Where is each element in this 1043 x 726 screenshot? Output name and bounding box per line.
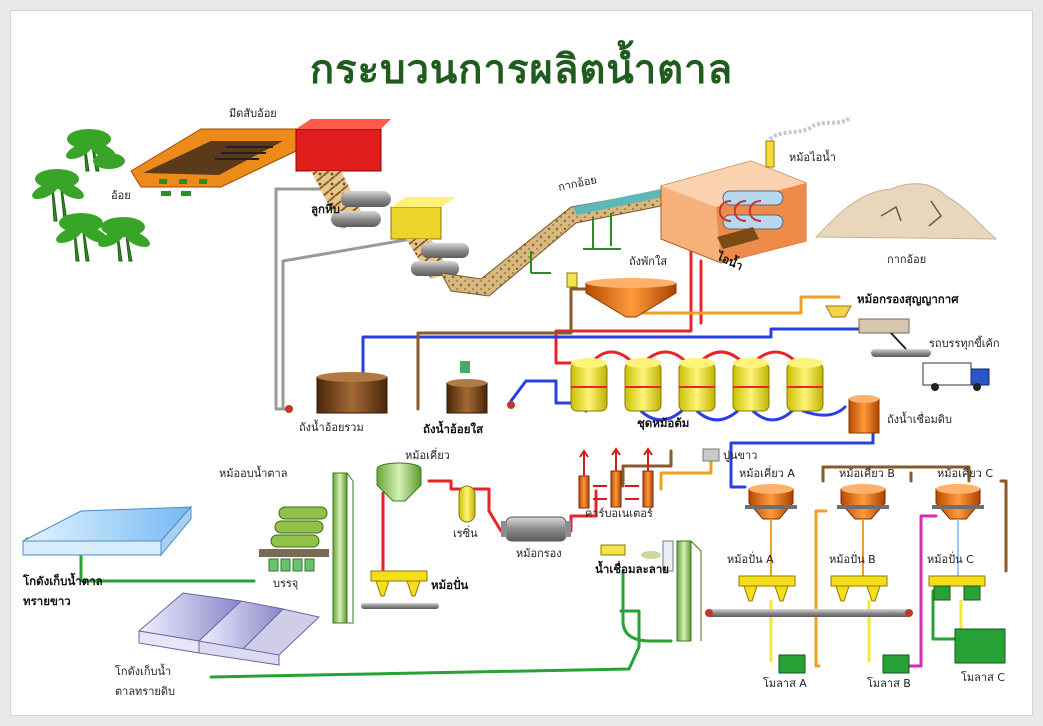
label-lime: ปูนขาว: [723, 449, 757, 462]
evaporators: [570, 358, 824, 412]
orange-pipe-b: [814, 509, 828, 668]
cane-cutter: [130, 128, 297, 196]
label-centrifuge: หม้อปั่น: [431, 576, 468, 592]
label-cane: อ้อย: [111, 189, 131, 202]
label-evaporators: ชุดหม้อต้ม: [637, 416, 689, 431]
label-raw-store-2: ตาลทรายดิบ: [115, 685, 175, 698]
label-white-store-2: ทรายขาว: [23, 594, 71, 608]
label-pan-b: หม้อเคี่ยว B: [839, 465, 895, 480]
label-pan-a: หม้อเคี่ยว A: [739, 465, 795, 480]
magenta-pipe: [907, 514, 938, 668]
label-carbonator: คาร์บอเนเตอร์: [585, 507, 653, 520]
elevators: [332, 472, 702, 642]
gray-pipe-2: [281, 237, 413, 411]
brown-pipe-3: [909, 471, 1008, 573]
vacuum-pans: [745, 484, 984, 576]
label-truck: รถบรรทุกขี้เค้ก: [929, 335, 1000, 350]
label-boiler: หม้อไอน้ำ: [789, 149, 836, 164]
molasses-tanks: [778, 628, 1006, 674]
orange-pipe-lime: [659, 459, 713, 491]
label-cutter: มีดสับอ้อย: [229, 107, 277, 120]
labels: มีดสับอ้อย อ้อย ลูกหีบ กากอ้อย หม้อไอน้ำ…: [22, 107, 1005, 698]
label-pan-c: หม้อเคี่ยว C: [937, 465, 993, 480]
label-clear-juice-tank: ถังน้ำอ้อยใส: [423, 420, 484, 436]
blue-pipe-top: [361, 327, 863, 375]
orange-pipe-top: [624, 295, 841, 315]
mixed-juice-tank: [285, 372, 388, 414]
centrifuges: [361, 570, 986, 617]
process-diagram: มีดสับอ้อย อ้อย ลูกหีบ กากอ้อย หม้อไอน้ำ…: [22, 107, 1008, 698]
bagasse-conveyor: [440, 189, 663, 297]
cane-field: [32, 128, 150, 262]
label-cent-b: หม้อปั่น B: [829, 551, 876, 566]
syrup-tank: [848, 395, 880, 434]
label-raw-store-1: โกดังเก็บน้ำ: [115, 663, 171, 678]
label-molasses-b: โมลาส B: [867, 676, 911, 690]
truck: [922, 362, 990, 391]
mill-tandem: [295, 119, 469, 279]
label-cent-a: หม้อปั่น A: [727, 551, 774, 566]
label-mixed-juice-tank: ถังน้ำอ้อยรวม: [299, 419, 364, 434]
clarifier: [566, 272, 677, 318]
label-clarifier: ถังพักใส: [629, 255, 667, 268]
label-resin: เรซิ่น: [453, 525, 478, 540]
boiler: [660, 115, 853, 264]
diagram-title: กระบวนการผลิตน้ำตาล: [309, 47, 734, 93]
label-vacuum-filter: หม้อกรองสุญญากาศ: [857, 292, 959, 307]
label-rollers: ลูกหีบ: [311, 202, 340, 217]
brown-pipe-2: [821, 465, 971, 483]
raw-sugar-warehouse: [137, 592, 321, 666]
blue-pipe-clear: [509, 379, 588, 405]
label-bagasse-pile: กากอ้อย: [887, 253, 926, 266]
label-syrup-tank: ถังน้ำเชื่อมดิบ: [887, 411, 952, 426]
dryer: [259, 506, 329, 572]
label-bagasse-conveyor: กากอ้อย: [557, 173, 598, 194]
white-sugar-warehouse: [22, 505, 193, 557]
green-pipe-raw: [209, 609, 641, 679]
carbonator: [578, 447, 720, 509]
label-cent-c: หม้อปั่น C: [927, 551, 974, 566]
label-syrup-station: น้ำเชื่อมละลาย: [595, 560, 669, 576]
label-molasses-a: โมลาส A: [763, 676, 807, 690]
blue-pipe-syrup: [729, 425, 875, 489]
diagram-frame: กระบวนการผลิตน้ำตาล: [10, 10, 1033, 716]
label-refine-pan: หม้อเคี่ยว: [405, 447, 450, 462]
label-dryer: หม้ออบน้ำตาล: [219, 465, 287, 480]
label-molasses-c: โมลาส C: [961, 670, 1005, 684]
refinery: [376, 462, 674, 572]
green-pipe-loop: [621, 569, 673, 643]
brown-pipe-1: [416, 287, 588, 411]
label-packing: บรรจุ: [273, 577, 298, 590]
bagasse-pile: [814, 183, 998, 240]
clear-juice-tank: [446, 361, 515, 414]
label-filter: หม้อกรอง: [516, 547, 562, 560]
vacuum-filter: [825, 305, 931, 357]
label-white-store-1: โกดังเก็บน้ำตาล: [22, 572, 103, 588]
